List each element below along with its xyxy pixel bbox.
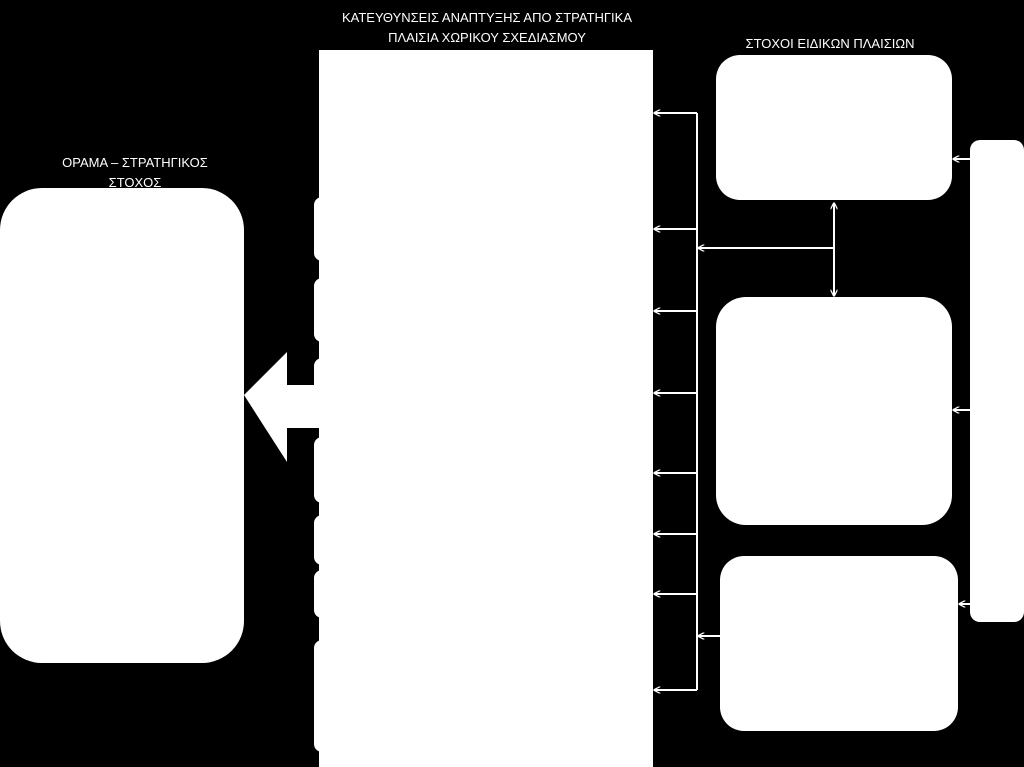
framework-box-middle	[716, 297, 952, 525]
vision-box	[0, 188, 244, 663]
framework-box-bottom	[720, 556, 958, 731]
guidelines-title-line2: ΠΛΑΙΣΙΑ ΧΩΡΙΚΟΥ ΣΧΕΔΙΑΣΜΟΥ	[388, 30, 586, 45]
special-frameworks-title: ΣΤΟΧΟΙ ΕΙΔΙΚΩΝ ΠΛΑΙΣΙΩΝ	[746, 36, 915, 51]
guidelines-title-line1: ΚΑΤΕΥΘΥΝΣΕΙΣ ΑΝΑΠΤΥΞΗΣ ΑΠΟ ΣΤΡΑΤΗΓΙΚΑ	[342, 10, 632, 25]
side-bar	[970, 140, 1024, 622]
framework-box-top	[716, 55, 952, 200]
vision-title-line2: ΣΤΟΧΟΣ	[109, 175, 162, 190]
vision-title-line1: ΟΡΑΜΑ – ΣΤΡΑΤΗΓΙΚΟΣ	[62, 155, 208, 170]
guidelines-panel	[319, 50, 653, 767]
guidelines-title: ΚΑΤΕΥΘΥΝΣΕΙΣ ΑΝΑΠΤΥΞΗΣ ΑΠΟ ΣΤΡΑΤΗΓΙΚΑ ΠΛ…	[342, 10, 632, 45]
guidelines-to-vision-arrow	[244, 352, 320, 462]
connectors	[654, 113, 970, 690]
vision-title: ΟΡΑΜΑ – ΣΤΡΑΤΗΓΙΚΟΣ ΣΤΟΧΟΣ	[62, 155, 208, 190]
